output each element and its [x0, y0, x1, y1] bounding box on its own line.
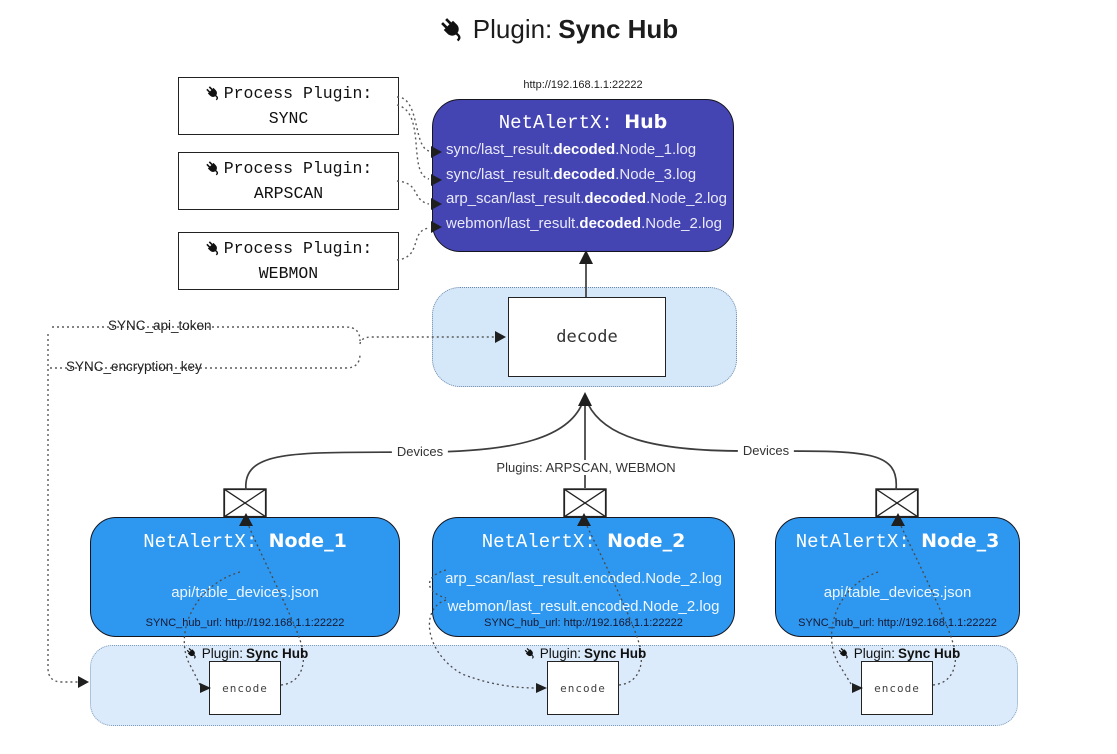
- hub-url: http://192.168.1.1:22222: [523, 79, 643, 91]
- node-file: api/table_devices.json: [823, 584, 972, 601]
- hub-title-name: Hub: [624, 111, 668, 133]
- plug-icon: [206, 86, 218, 101]
- encode-caption-3: Plugin: Sync Hub: [838, 644, 960, 662]
- node-3-hub-url: SYNC_hub_url: http://192.168.1.1:22222: [798, 617, 997, 629]
- mail-icon: [875, 488, 919, 518]
- plug-icon: [440, 17, 461, 41]
- encode-box-1: encode: [209, 661, 281, 715]
- node-2-files: arp_scan/last_result.encoded.Node_2.log …: [433, 565, 734, 621]
- node-2: NetAlertX: Node_2 arp_scan/last_result.e…: [432, 517, 735, 637]
- decode-box: decode: [508, 297, 666, 377]
- edge-label-plugins: Plugins: ARPSCAN, WEBMON: [491, 460, 681, 475]
- node-1-files: api/table_devices.json: [91, 579, 399, 607]
- node-1-title: NetAlertX: Node_1: [143, 530, 347, 553]
- page-title-prefix: Plugin:: [472, 14, 553, 44]
- encode-caption-2: Plugin: Sync Hub: [524, 644, 646, 662]
- hub-log-row: webmon/last_result.decoded.Node_2.log: [446, 214, 722, 232]
- process-plugin-name: WEBMON: [258, 264, 319, 283]
- edge-label-devices-right: Devices: [737, 443, 795, 458]
- plug-icon: [524, 647, 534, 659]
- sync-api-token-label: SYNC_api_token: [108, 318, 212, 333]
- hub-log-row: arp_scan/last_result.decoded.Node_2.log: [446, 190, 727, 207]
- edge-nodes-to-decode: [245, 392, 898, 491]
- encode-box-2: encode: [547, 661, 619, 715]
- hub-node: NetAlertX: Hub sync/last_result.decoded.…: [432, 99, 734, 252]
- node-3-files: api/table_devices.json: [776, 579, 1019, 607]
- sync-encryption-key-label: SYNC_encryption_key: [66, 359, 202, 374]
- plug-icon: [186, 647, 196, 659]
- process-plugin-name: SYNC: [268, 109, 309, 128]
- hub-log-list: sync/last_result.decoded.Node_1.log sync…: [433, 138, 733, 236]
- process-plugin-webmon: Process Plugin: WEBMON: [178, 232, 399, 290]
- edge-label-devices-left: Devices: [391, 444, 449, 459]
- node-file: arp_scan/last_result.encoded.Node_2.log: [445, 570, 722, 587]
- hub-title-prefix: NetAlertX:: [498, 112, 625, 134]
- node-3-title: NetAlertX: Node_3: [795, 530, 1000, 553]
- page-title: Plugin: Sync Hub: [0, 14, 1117, 45]
- node-2-hub-url: SYNC_hub_url: http://192.168.1.1:22222: [484, 617, 683, 629]
- plug-icon: [206, 161, 218, 176]
- plug-icon: [838, 647, 848, 659]
- encode-box-3: encode: [861, 661, 933, 715]
- node-2-title: NetAlertX: Node_2: [481, 530, 686, 553]
- node-file: api/table_devices.json: [171, 584, 319, 601]
- process-plugin-sync: Process Plugin: SYNC: [178, 77, 399, 135]
- process-plugin-label: Process Plugin:: [223, 159, 373, 178]
- process-plugin-label: Process Plugin:: [223, 239, 373, 258]
- hub-log-row: sync/last_result.decoded.Node_3.log: [446, 165, 697, 183]
- hub-log-row: sync/last_result.decoded.Node_1.log: [446, 141, 697, 158]
- process-plugin-label: Process Plugin:: [223, 84, 373, 103]
- node-1: NetAlertX: Node_1 api/table_devices.json…: [90, 517, 400, 637]
- process-plugin-name: ARPSCAN: [253, 184, 324, 203]
- mail-icon: [223, 488, 267, 518]
- page-title-name: Sync Hub: [558, 14, 679, 44]
- mail-icon: [563, 488, 607, 518]
- hub-title: NetAlertX: Hub: [433, 111, 733, 134]
- node-1-hub-url: SYNC_hub_url: http://192.168.1.1:22222: [145, 617, 345, 629]
- node-3: NetAlertX: Node_3 api/table_devices.json…: [775, 517, 1020, 637]
- encode-caption-1: Plugin: Sync Hub: [186, 644, 308, 662]
- plug-icon: [206, 241, 218, 256]
- process-plugin-arpscan: Process Plugin: ARPSCAN: [178, 152, 399, 210]
